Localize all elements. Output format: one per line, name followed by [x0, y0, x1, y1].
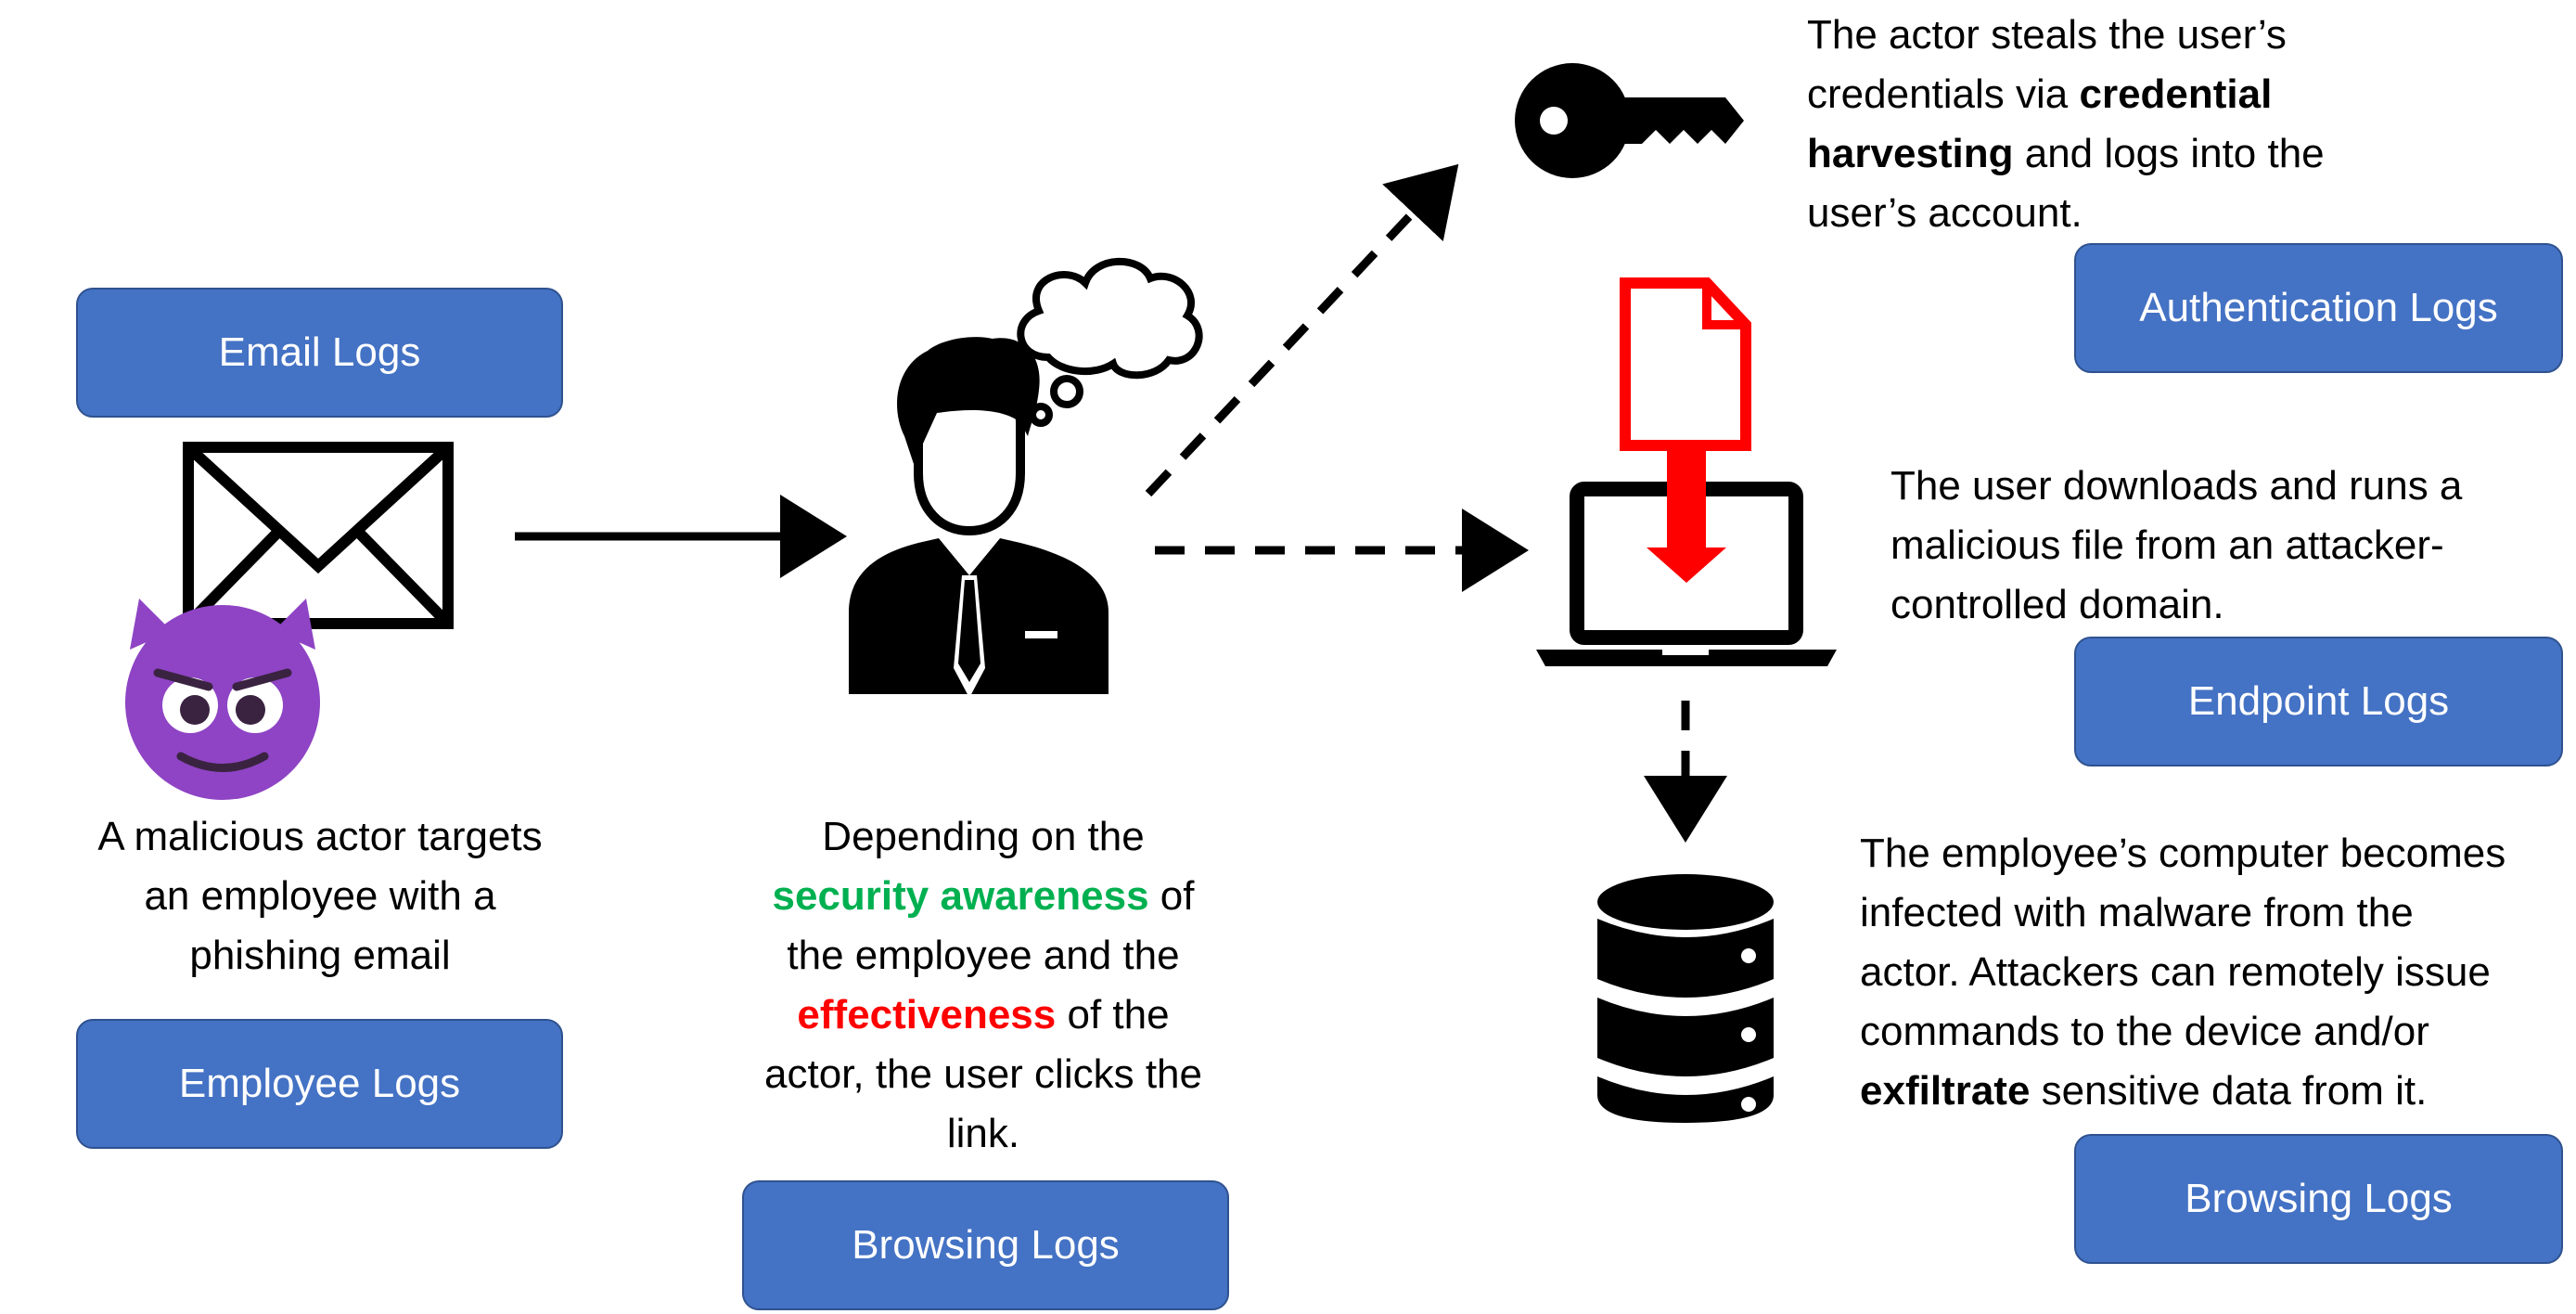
authentication-logs-label: Authentication Logs	[2139, 285, 2498, 330]
envelope-icon	[183, 442, 454, 629]
key-icon	[1515, 63, 1744, 178]
email-logs-label: Email Logs	[218, 329, 421, 375]
credential-caption: The actor steals the user’s credentials …	[1807, 12, 2325, 236]
employee-logs-badge: Employee Logs	[76, 1019, 563, 1149]
browsing-logs-label-middle: Browsing Logs	[852, 1222, 1120, 1268]
browsing-logs-badge-middle: Browsing Logs	[742, 1180, 1229, 1310]
effectiveness-highlight: effectiveness	[797, 992, 1057, 1037]
download-caption: The user downloads and runs a malicious …	[1890, 463, 2463, 627]
endpoint-logs-badge: Endpoint Logs	[2074, 637, 2563, 766]
businessman-icon	[849, 337, 1109, 698]
endpoint-logs-label: Endpoint Logs	[2187, 678, 2450, 724]
security-awareness-highlight: security awareness	[772, 873, 1149, 919]
dashed-arrow-to-key	[1145, 163, 1459, 497]
file-icon	[1620, 277, 1751, 451]
database-icon	[1597, 874, 1774, 1123]
laptop-icon	[1536, 445, 1837, 666]
authentication-logs-badge: Authentication Logs	[2074, 243, 2563, 373]
browsing-logs-badge-right: Browsing Logs	[2074, 1134, 2563, 1264]
actor-caption: A malicious actor targets an employee wi…	[97, 814, 543, 978]
malware-caption: The employee’s computer becomes infected…	[1860, 831, 2506, 1114]
browsing-logs-label-right: Browsing Logs	[2185, 1176, 2453, 1221]
awareness-caption: Depending on the security awareness of t…	[764, 814, 1202, 1156]
thought-bubble-icon	[1017, 257, 1203, 427]
email-logs-badge: Email Logs	[76, 288, 563, 418]
employee-logs-label: Employee Logs	[178, 1061, 461, 1106]
devil-face-icon	[125, 599, 320, 800]
